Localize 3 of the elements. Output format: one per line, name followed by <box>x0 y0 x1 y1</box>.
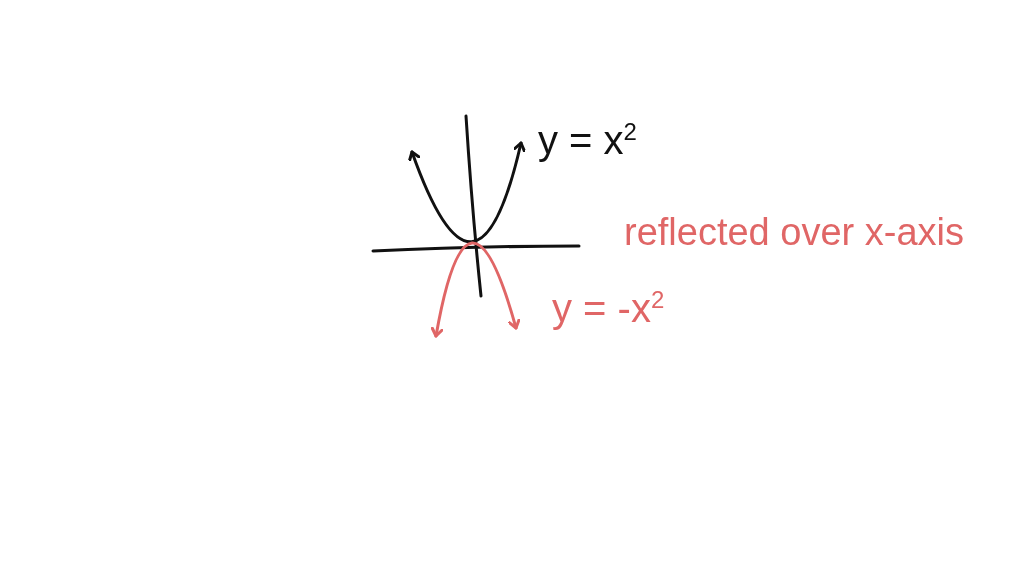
annotation-text: reflected over x-axis <box>624 212 964 254</box>
equation-label: y = x$^{2}$ <box>538 118 637 162</box>
equation-label: y = -x$^{2}$ <box>552 286 665 330</box>
